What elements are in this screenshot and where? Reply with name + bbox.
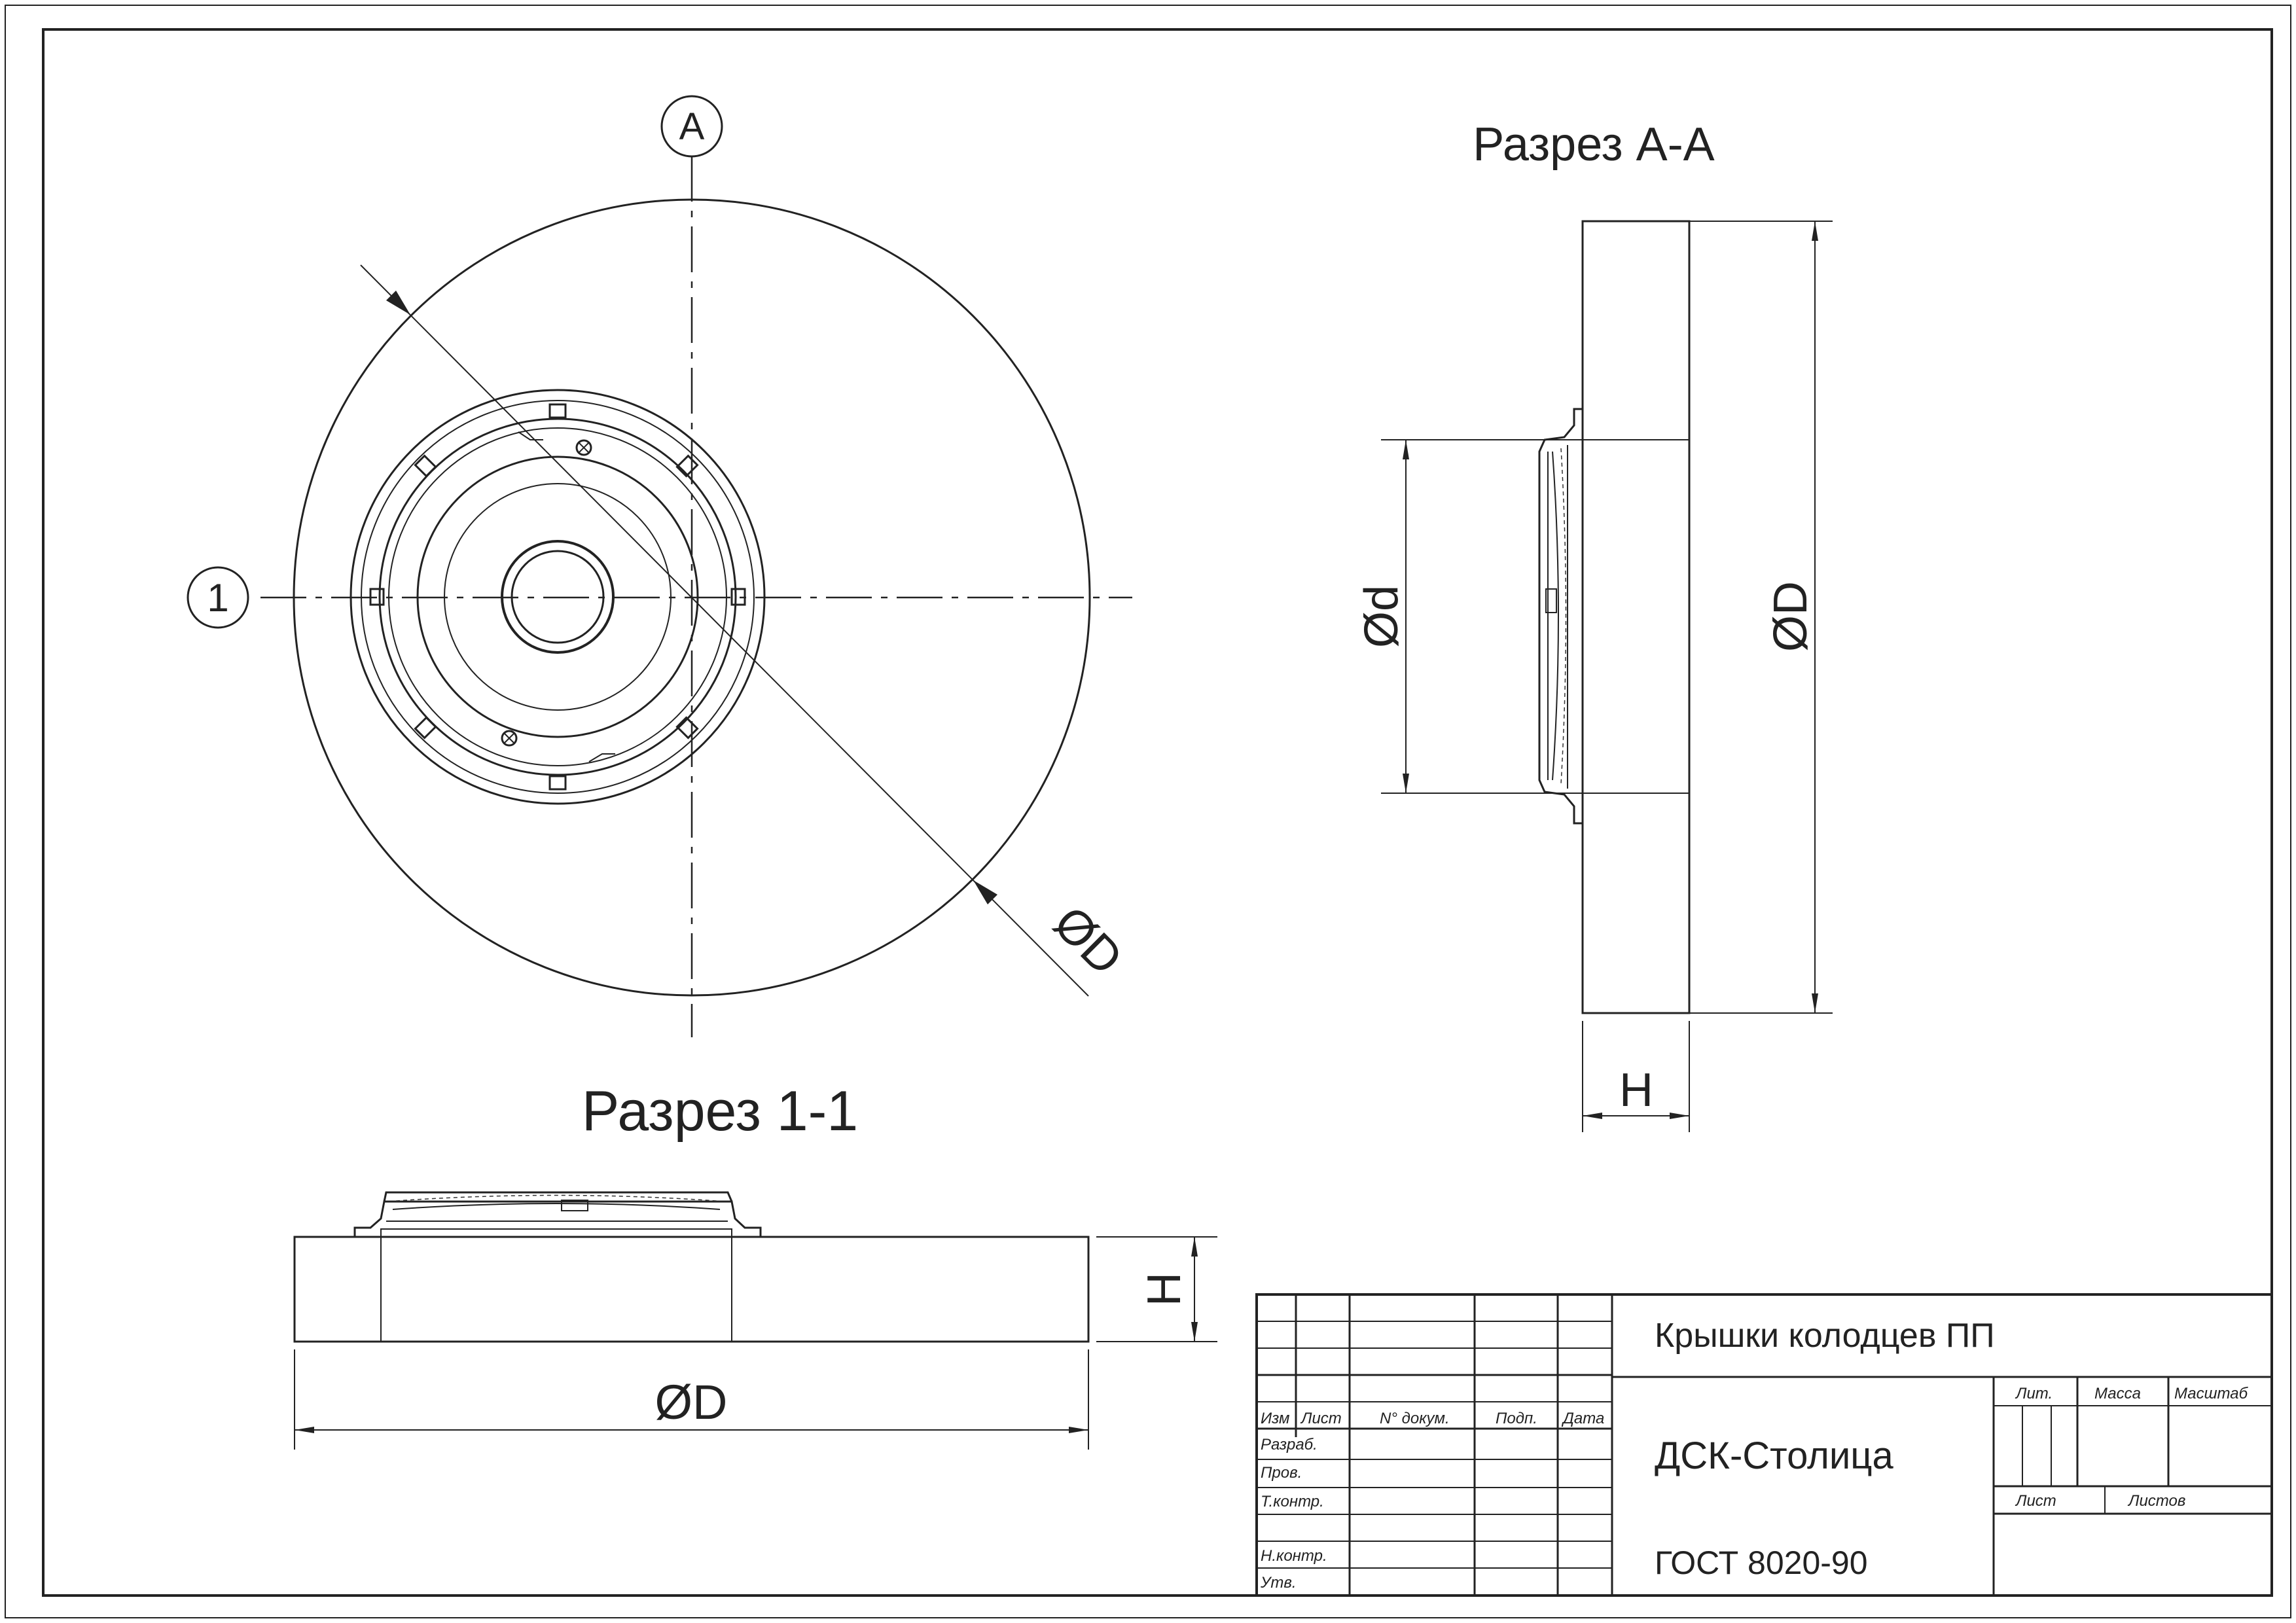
plan-view: A 1 ØD [187, 95, 1134, 1037]
bolt-bottom [501, 730, 518, 747]
lit-label: Лит. [2015, 1385, 2053, 1402]
title-block: Изм Лист N° докум. Подп. Дата Разраб. Пр… [1255, 1293, 2273, 1597]
col-izm: Изм [1261, 1410, 1290, 1427]
sheet-label: Лист [2015, 1492, 2056, 1510]
section-mark-1-circle [187, 566, 249, 629]
lug-br [675, 716, 699, 740]
lug-top [548, 403, 567, 419]
aa-D-label: ØD [1765, 581, 1817, 652]
lug-bottom [548, 775, 567, 791]
lid-circle-1 [378, 418, 737, 776]
product-name: Крышки колодцев ПП [1655, 1317, 1995, 1355]
diameter-dim-arrow-bottom [973, 880, 997, 904]
col-date: Дата [1561, 1410, 1604, 1427]
scale-label: Масштаб [2174, 1385, 2249, 1402]
row-nkontr: Н.контр. [1261, 1547, 1327, 1565]
plan-diameter-label: ØD [1043, 895, 1133, 985]
sheet-border-inner [42, 28, 2273, 1597]
title-block-frame [1255, 1293, 2273, 1597]
s11-H-label: H [1138, 1272, 1191, 1306]
standard-number: ГОСТ 8020-90 [1655, 1544, 1868, 1581]
lug-tr [675, 454, 699, 478]
section-11: Разрез 1-1 ØD H [293, 1080, 1217, 1450]
aa-lid-profile [1538, 408, 1583, 825]
section-mark-1-label: 1 [207, 576, 228, 620]
section-mark-a-circle [660, 95, 723, 158]
sheets-label: Листов [2127, 1492, 2185, 1510]
diameter-dim-arrow-top [386, 291, 410, 315]
s11-lid-profile [353, 1191, 762, 1237]
col-doc: N° докум. [1380, 1410, 1450, 1427]
lug-bl [414, 716, 437, 740]
sheet-border-outer [5, 5, 2291, 1618]
s11-slab-body [293, 1236, 1090, 1343]
aa-slab-body [1581, 220, 1691, 1014]
lug-tl [414, 454, 437, 478]
diameter-dim-line [360, 264, 1089, 997]
row-utv: Утв. [1260, 1574, 1297, 1592]
section-mark-a-label: A [679, 105, 705, 148]
row-prov: Пров. [1261, 1464, 1302, 1482]
mass-label: Масса [2094, 1385, 2141, 1402]
bolt-top [575, 439, 592, 456]
notch-top [518, 431, 543, 440]
row-razrab: Разраб. [1261, 1436, 1318, 1454]
section-aa: Разрез А-А Ød ØD H [1355, 118, 1833, 1132]
row-tkontr: Т.контр. [1261, 1493, 1324, 1510]
section-11-title: Разрез 1-1 [582, 1080, 858, 1143]
section-aa-title: Разрез А-А [1473, 118, 1714, 171]
company-name: ДСК-Столица [1655, 1435, 1894, 1477]
col-list: Лист [1300, 1410, 1342, 1427]
s11-D-label: ØD [655, 1375, 728, 1429]
aa-d-label: Ød [1355, 585, 1408, 648]
notch-bottom [588, 753, 615, 762]
col-sign: Подп. [1496, 1410, 1537, 1427]
aa-H-label: H [1619, 1064, 1653, 1116]
